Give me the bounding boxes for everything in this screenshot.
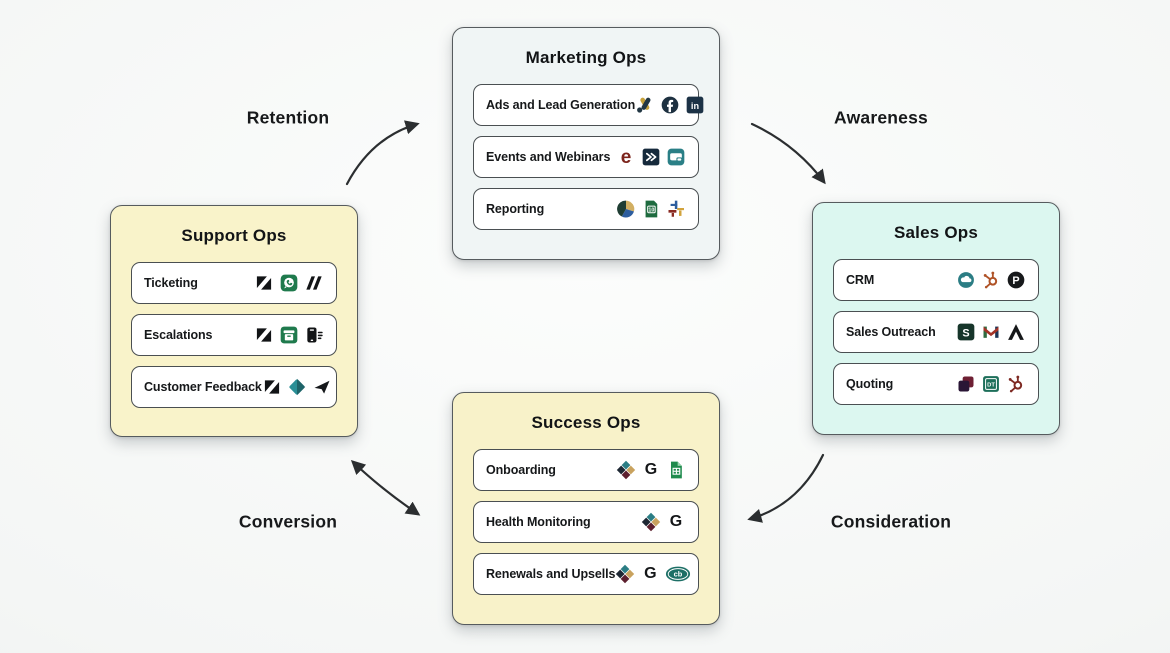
tool-row-ticketing: Ticketing [131,262,337,304]
support-ops-title: Support Ops [181,226,287,245]
zendesk-icon [254,273,274,293]
hubspot-sprocket-orange-icon [981,270,1001,290]
teal-cloud-crm-icon [956,270,976,290]
green-chat-square-icon [279,273,299,293]
row-label: Reporting [486,202,545,216]
pipedrive-icon: P [1006,270,1026,290]
tool-row-customer-feedback: Customer Feedback [131,366,337,408]
tool-row-ads-lead-generation: Ads and Lead Generation in [473,84,704,126]
row-icons: e [616,147,686,167]
success-ops-title: Success Ops [531,413,641,432]
row-label: Customer Feedback [144,380,262,394]
checker-diamond-icon [616,460,636,480]
row-label: CRM [846,273,875,287]
row-icons: in [635,95,705,115]
stage-label-conversion: Conversion [238,511,338,532]
row-label: Sales Outreach [846,325,936,339]
row-label: Ads and Lead Generation [486,98,636,112]
tool-row-sales-outreach: Sales Outreach S [833,311,1039,353]
tool-row-onboarding: Onboarding G [473,449,699,491]
row-label: Quoting [846,377,894,391]
hubspot-sprocket-maroon-icon [1006,374,1026,394]
svg-text:P: P [1012,275,1019,287]
marketing-ops-title: Marketing Ops [525,48,647,67]
success-ops-box: Success Ops Onboarding G Health Monitori… [452,392,720,625]
svg-text:DT: DT [987,382,995,388]
letter-g-icon: G [669,513,683,530]
arrow-support-to-marketing [345,120,420,186]
row-icons: S [956,322,1026,342]
row-label: Escalations [144,328,213,342]
row-label: Ticketing [144,276,198,290]
row-icons: P [956,270,1026,290]
double-slash-icon [304,273,324,293]
svg-text:10: 10 [648,208,654,214]
sales-ops-box: Sales Ops CRM P Sales Outreach S Quoting… [812,202,1060,435]
google-sheets-icon [666,460,686,480]
row-icons: G [641,512,686,532]
tableau-icon [666,199,686,219]
row-icons [254,325,324,345]
checker-diamond-icon [615,564,635,584]
webinar-chevrons-icon [641,147,661,167]
chargebee-icon: cb [665,565,691,583]
google-ads-icon [635,95,655,115]
zendesk-icon [262,377,282,397]
linkedin-icon: in [685,95,705,115]
svg-text:S: S [962,327,969,339]
tool-row-events-webinars: Events and Webinars e [473,136,699,178]
apollo-icon [1006,322,1026,342]
stage-label-retention: Retention [246,107,330,128]
gmail-icon [981,322,1001,342]
stage-label-consideration: Consideration [830,511,952,532]
marketing-ops-box: Marketing Ops Ads and Lead Generation in… [452,27,720,260]
tool-row-health-monitoring: Health Monitoring G [473,501,699,543]
mobile-phone-icon [304,325,324,345]
tool-row-renewals-upsells: Renewals and Upsells G cb [473,553,699,595]
svg-text:cb: cb [674,570,683,579]
salesloft-icon: S [956,322,976,342]
sales-ops-title: Sales Ops [893,223,978,242]
support-ops-box: Support Ops Ticketing Escalations Custom… [110,205,358,437]
green-report-doc-icon: 10 [641,199,661,219]
green-archive-box-icon [279,325,299,345]
row-label: Events and Webinars [486,150,611,164]
row-label: Onboarding [486,463,556,477]
row-icons: G cb [615,564,691,584]
screen-share-icon [666,147,686,167]
checker-diamond-icon [641,512,661,532]
pie-chart-icon [616,199,636,219]
row-icons: DT [956,374,1026,394]
dealhub-icon: DT [981,374,1001,394]
paper-plane-icon [312,377,332,397]
eventbrite-icon: e [620,146,632,168]
facebook-icon [660,95,680,115]
letter-g-icon: G [644,461,658,478]
row-icons [254,273,324,293]
stage-label-awareness: Awareness [834,107,928,128]
letter-g-icon: G [644,565,657,582]
teal-diamond-icon [287,377,307,397]
row-icons: G [616,460,686,480]
zendesk-icon [254,325,274,345]
row-label: Renewals and Upsells [486,567,616,581]
overlapping-cubes-icon [956,374,976,394]
row-icons [262,377,332,397]
row-icons: 10 [616,199,686,219]
tool-row-crm: CRM P [833,259,1039,301]
svg-text:in: in [691,101,700,111]
arrow-marketing-to-sales [750,122,826,185]
row-label: Health Monitoring [486,515,591,529]
arrow-sales-to-success [747,453,825,523]
tool-row-escalations: Escalations [131,314,337,356]
arrow-success-support-double [350,460,421,516]
tool-row-reporting: Reporting 10 [473,188,699,230]
tool-row-quoting: Quoting DT [833,363,1039,405]
